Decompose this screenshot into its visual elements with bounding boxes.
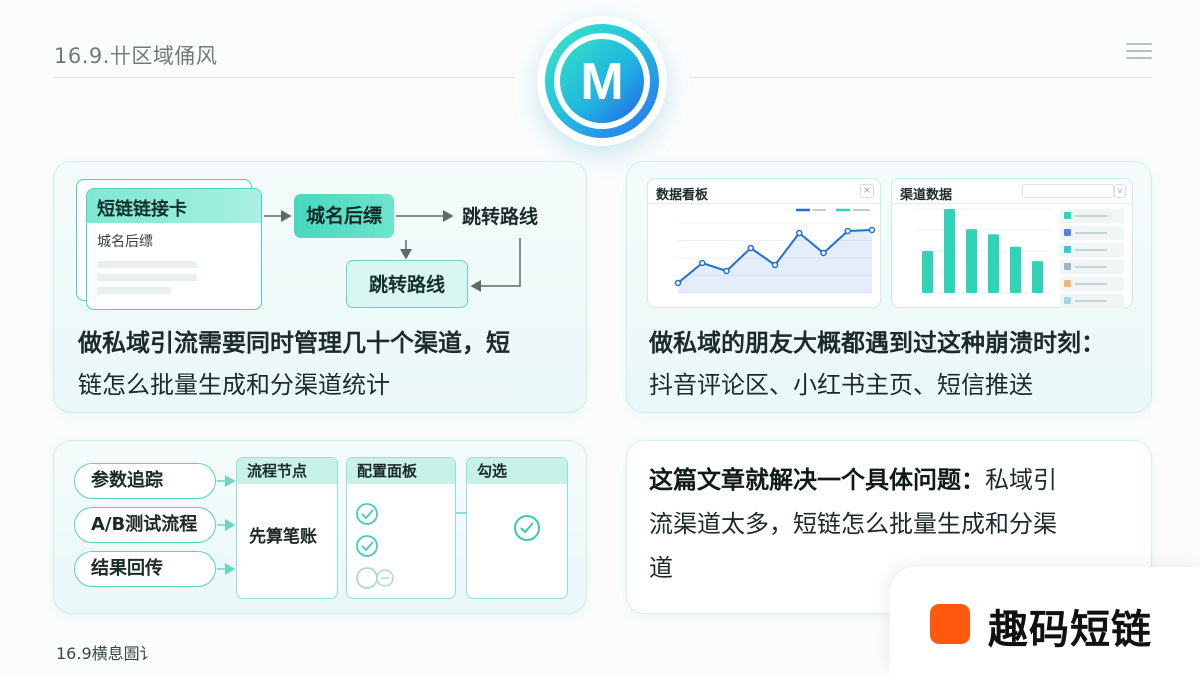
flow-node-text: 先算笔账 — [249, 527, 317, 547]
channel-legend-item[interactable] — [1060, 226, 1124, 240]
bar — [1032, 261, 1043, 293]
column-title-config: 配置面板 — [347, 458, 455, 484]
check-circle-icon — [356, 503, 378, 525]
link-card-subtitle: 城名后缥 — [97, 234, 153, 250]
column-config-panel: 配置面板 — [346, 457, 456, 599]
close-icon[interactable]: × — [860, 184, 874, 198]
link-card: 短链链接卡 城名后缥 — [86, 188, 262, 310]
panel-title-channels: 渠道数据 — [900, 188, 953, 203]
channel-legend-item[interactable] — [1060, 260, 1124, 274]
card-short-link-diagram: 短链链接卡 城名后缥 城名后缥 跳转路线 跳转路线 做私域引流需要同时管理几十个… — [53, 161, 587, 413]
brand-logo-square — [930, 604, 970, 644]
bar — [966, 229, 977, 293]
data-point — [844, 227, 851, 235]
pill-result-return[interactable]: 结果回传 — [74, 551, 216, 587]
data-point — [796, 229, 803, 237]
data-point — [820, 249, 827, 257]
column-checked: 勾选 — [466, 457, 568, 599]
card-dashboard: 数据看板 × 渠道数据 v 做私域的朋友大概都遇到过这种崩溃时刻： 抖音评论区、… — [626, 161, 1152, 413]
card2-text-line1: 做私域的朋友大概都遇到过这种崩溃时刻： — [649, 329, 1105, 357]
column-title-flow-node: 流程节点 — [237, 458, 337, 484]
page-title: 16.9.卄区域俑风 — [54, 44, 218, 68]
card1-text-line2: 链怎么批量生成和分渠道统计 — [78, 371, 390, 399]
data-point — [771, 261, 779, 269]
data-point — [723, 267, 730, 275]
card2-text-line2: 抖音评论区、小红书主页、短信推送 — [649, 371, 1033, 399]
toggle-off-icon — [356, 567, 378, 589]
data-point — [868, 226, 876, 234]
data-point — [747, 244, 754, 252]
column-title-check: 勾选 — [467, 458, 567, 484]
bar — [988, 234, 999, 293]
bar — [1010, 246, 1021, 293]
node-redirect-route-label: 跳转路线 — [462, 206, 539, 228]
card4-text-line2: 流渠道太多，短链怎么批量生成和分渠 — [649, 510, 1057, 538]
bar — [922, 251, 933, 293]
chevron-down-icon[interactable]: v — [1114, 184, 1126, 198]
header-divider-right — [690, 77, 1152, 78]
data-point — [674, 279, 682, 287]
link-card-title: 短链链接卡 — [87, 189, 261, 223]
line-area — [678, 230, 872, 293]
card4-lead-rest: 私域引 — [985, 466, 1057, 494]
column-flow-node: 流程节点 先算笔账 — [236, 457, 338, 599]
channel-legend-item[interactable] — [1060, 209, 1124, 223]
card-process-flow: 参数追踪 A/B测试流程 结果回传 流程节点 先算笔账 配置面板 勾选 — [53, 440, 587, 614]
brand-name: 趣码短链 — [988, 607, 1152, 653]
node-domain-suffix: 城名后缥 — [294, 194, 394, 238]
data-point — [699, 259, 706, 267]
app-logo: M — [537, 16, 667, 146]
card4-bold-lead: 这篇文章就解决一个具体问题： — [649, 466, 985, 494]
node-redirect-route: 跳转路线 — [346, 260, 468, 308]
bar — [944, 209, 955, 293]
brand-badge: 趣码短链 — [890, 567, 1200, 675]
flow-arrows — [264, 210, 521, 292]
channel-legend-item[interactable] — [1060, 243, 1124, 257]
channel-legend-item[interactable] — [1060, 277, 1124, 291]
panel-title-dashboard: 数据看板 — [656, 188, 709, 203]
bar-chart — [916, 208, 1052, 294]
footer-caption: 16.9横息圄讠 — [56, 644, 156, 663]
line-chart — [674, 208, 876, 294]
check-circle-icon — [356, 535, 378, 557]
menu-icon[interactable] — [1126, 43, 1152, 63]
check-circle-icon — [514, 515, 540, 541]
card1-text-line1: 做私域引流需要同时管理几十个渠道，短 — [78, 329, 510, 357]
pill-ab-test[interactable]: A/B测试流程 — [74, 507, 216, 543]
panel-data-dashboard: 数据看板 × — [647, 178, 881, 308]
panel-channel-data: 渠道数据 v — [891, 178, 1133, 308]
card4-text-line3: 道 — [649, 554, 673, 582]
card4-text-line1: 这篇文章就解决一个具体问题：私域引 — [649, 459, 1057, 501]
pill-param-tracking[interactable]: 参数追踪 — [74, 463, 216, 499]
logo-letter: M — [580, 53, 623, 111]
search-input[interactable] — [1022, 184, 1114, 198]
channel-legend-item[interactable] — [1060, 294, 1124, 308]
header-divider-left — [54, 77, 514, 78]
